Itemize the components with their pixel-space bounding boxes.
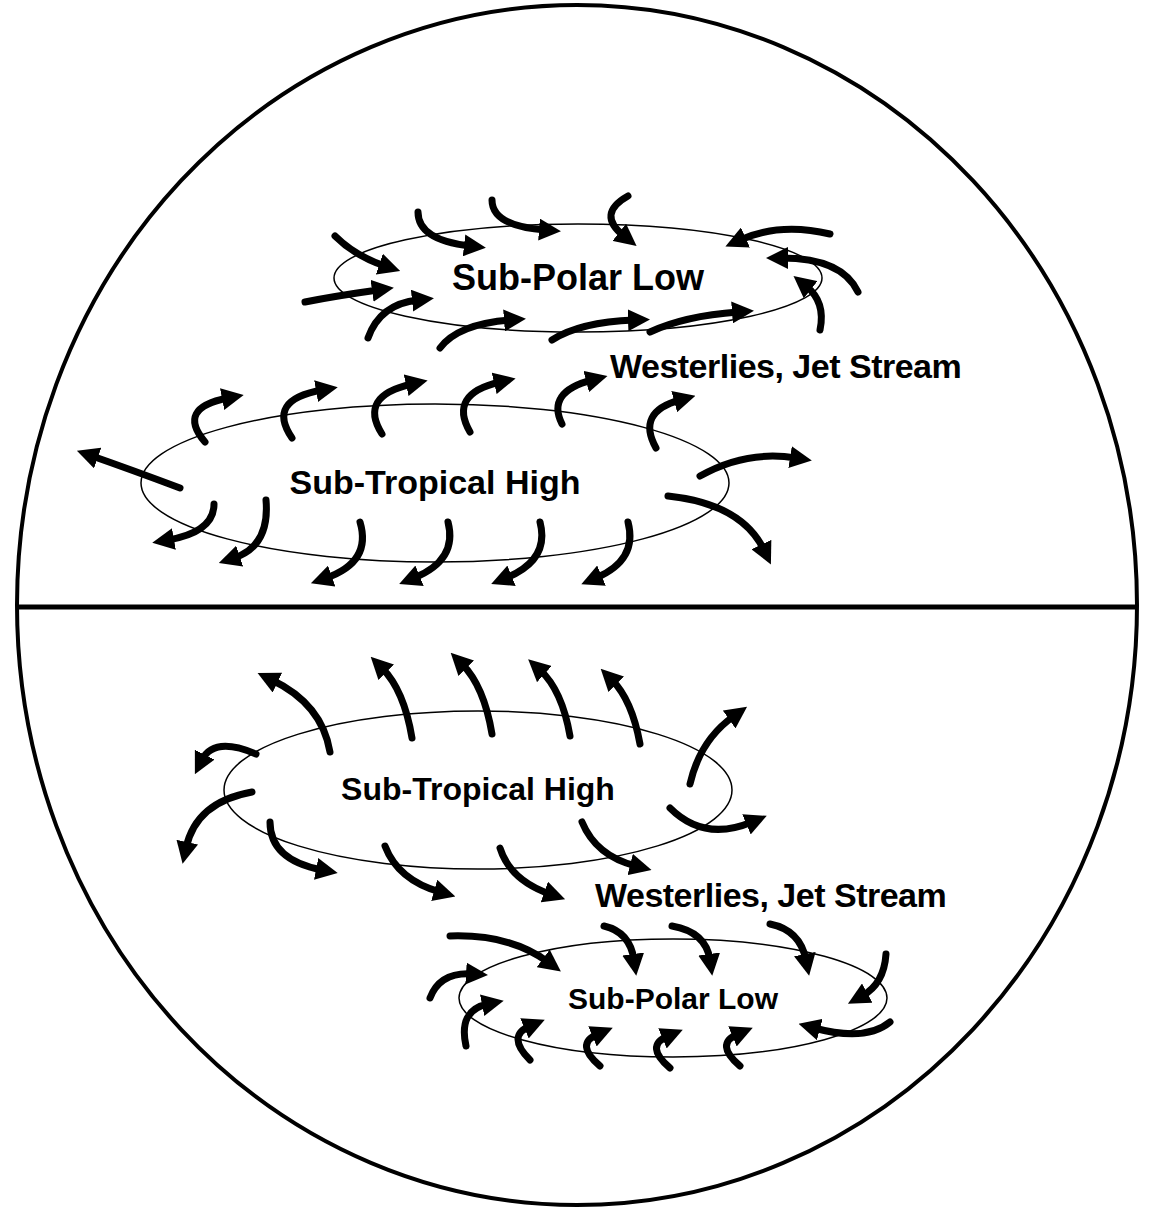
wind-arrow bbox=[668, 496, 764, 550]
wind-arrow bbox=[326, 522, 362, 578]
wind-arrow bbox=[782, 258, 858, 292]
wind-arrow bbox=[202, 746, 256, 760]
wind-arrow bbox=[862, 954, 886, 996]
wind-arrow bbox=[506, 522, 542, 578]
wind-arrow bbox=[272, 680, 330, 752]
belt-name: Sub-Polar Low bbox=[452, 258, 704, 298]
equator-line bbox=[17, 605, 1137, 610]
pressure-belt: Sub-Polar Low bbox=[458, 938, 888, 1058]
wind-arrow bbox=[672, 926, 710, 960]
wind-label: Westerlies, Jet Stream bbox=[610, 348, 961, 385]
wind-label: Westerlies, Jet Stream bbox=[595, 877, 946, 914]
wind-arrow bbox=[335, 236, 385, 266]
wind-arrow bbox=[596, 522, 630, 578]
wind-arrow bbox=[611, 196, 628, 236]
wind-arrow bbox=[558, 380, 592, 424]
belt-ellipse bbox=[224, 711, 732, 869]
globe-outline bbox=[17, 5, 1137, 1205]
wind-arrow bbox=[650, 400, 680, 448]
wind-arrow bbox=[518, 1026, 530, 1060]
wind-arrow bbox=[670, 808, 752, 829]
wind-arrow bbox=[656, 1036, 670, 1068]
wind-arrow bbox=[612, 680, 640, 744]
wind-arrow bbox=[604, 926, 634, 960]
wind-arrow bbox=[92, 456, 180, 488]
belt-name: Sub-Polar Low bbox=[568, 982, 778, 1015]
wind-arrow bbox=[462, 664, 492, 734]
belt-ellipse bbox=[141, 404, 729, 562]
belt-ellipse bbox=[459, 939, 887, 1057]
wind-arrow bbox=[726, 1034, 740, 1066]
wind-arrow bbox=[740, 229, 830, 240]
wind-arrow bbox=[234, 500, 266, 558]
wind-arrow bbox=[414, 522, 450, 578]
wind-arrow bbox=[582, 822, 636, 866]
belt-name: Sub-Tropical High bbox=[290, 464, 581, 501]
wind-arrow bbox=[500, 848, 550, 894]
wind-arrow bbox=[168, 504, 214, 540]
pressure-belt: Sub-Tropical High bbox=[223, 710, 733, 870]
wind-arrow bbox=[770, 924, 806, 960]
wind-arrow bbox=[552, 320, 634, 340]
wind-arrow bbox=[540, 670, 570, 736]
wind-arrow bbox=[382, 668, 412, 738]
pressure-belt: Sub-Tropical High bbox=[140, 403, 730, 563]
wind-arrow bbox=[586, 1034, 600, 1066]
wind-arrow bbox=[270, 822, 322, 870]
belt-name: Sub-Tropical High bbox=[341, 772, 615, 807]
wind-arrow bbox=[450, 936, 548, 962]
wind-arrow bbox=[385, 846, 440, 892]
pressure-belt: Sub-Polar Low bbox=[333, 223, 823, 333]
wind-arrow bbox=[430, 974, 472, 998]
wind-arrow bbox=[375, 384, 412, 434]
wind-arrow bbox=[464, 1004, 488, 1046]
wind-arrow bbox=[463, 382, 500, 432]
wind-arrow bbox=[814, 1022, 890, 1034]
wind-arrow bbox=[368, 300, 418, 338]
belt-ellipse bbox=[334, 224, 822, 332]
wind-arrow bbox=[418, 212, 470, 246]
